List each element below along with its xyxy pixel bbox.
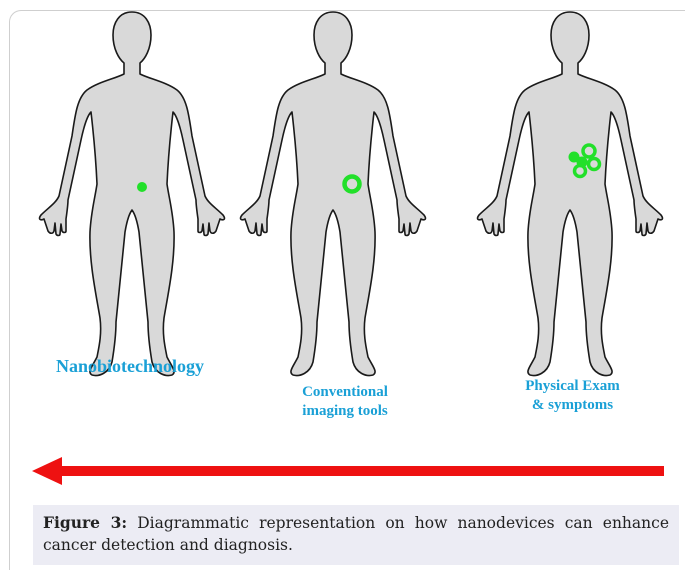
human-body-silhouette (40, 12, 225, 375)
progression-arrow (32, 457, 664, 485)
figure-panel-nanobiotechnology (40, 12, 225, 375)
panel-label-line: Conventional (255, 383, 435, 402)
figure-panel-physical-exam (478, 12, 663, 375)
figure-caption: Figure 3: Diagrammatic representation on… (33, 505, 679, 565)
panel-label-line: & symptoms (475, 396, 670, 415)
human-body-silhouette (241, 12, 426, 375)
panel-label-line: imaging tools (255, 402, 435, 421)
figure-diagram (0, 0, 686, 500)
panel-label-conventional-imaging: Conventional imaging tools (255, 383, 435, 421)
panel-label-nanobiotechnology: Nanobiotechnology (20, 357, 240, 376)
human-body-silhouette (478, 12, 663, 375)
panel-label-line: Physical Exam (475, 377, 670, 396)
figure-panel-conventional-imaging (241, 12, 426, 375)
panel-label-line: Nanobiotechnology (20, 357, 240, 376)
figure-caption-label: Figure 3: (43, 513, 127, 532)
tumor-marker-tiny (137, 182, 147, 192)
figure-caption-text: Diagrammatic representation on how nanod… (43, 514, 669, 554)
panel-label-physical-exam: Physical Exam & symptoms (475, 377, 670, 415)
